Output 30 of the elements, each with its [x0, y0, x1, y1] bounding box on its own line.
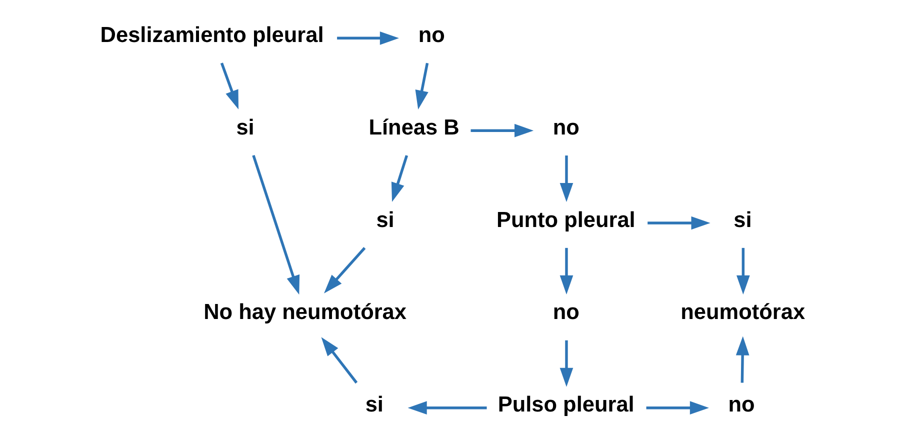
node-text: Pulso pleural: [497, 392, 634, 417]
node-text: no: [552, 114, 579, 140]
node-text: no: [728, 392, 754, 417]
arrow: [559, 340, 573, 387]
node-text: si: [376, 206, 394, 232]
arrow: [646, 401, 708, 415]
node-text: si: [733, 206, 752, 232]
node-text: No hay neumotórax: [203, 299, 406, 324]
arrow: [336, 31, 398, 45]
node-text: si: [364, 392, 383, 417]
node-text: no: [418, 22, 444, 47]
arrow: [390, 155, 408, 202]
arrow: [647, 216, 710, 230]
arrow: [470, 124, 534, 138]
node-text: neumotórax: [680, 299, 805, 324]
arrow: [252, 154, 300, 295]
node-text: si: [236, 114, 254, 140]
arrow: [559, 248, 573, 294]
node-text: Líneas B: [368, 114, 459, 140]
arrow: [407, 401, 486, 415]
node-text: no: [552, 299, 579, 324]
arrow: [414, 62, 428, 110]
arrow: [324, 247, 366, 294]
node-text: Punto pleural: [496, 206, 635, 232]
node-text: Deslizamiento pleural: [100, 22, 324, 47]
arrow: [559, 156, 573, 202]
arrow: [736, 248, 750, 294]
arrow: [735, 336, 749, 383]
arrow: [220, 62, 238, 110]
arrow: [320, 337, 358, 384]
